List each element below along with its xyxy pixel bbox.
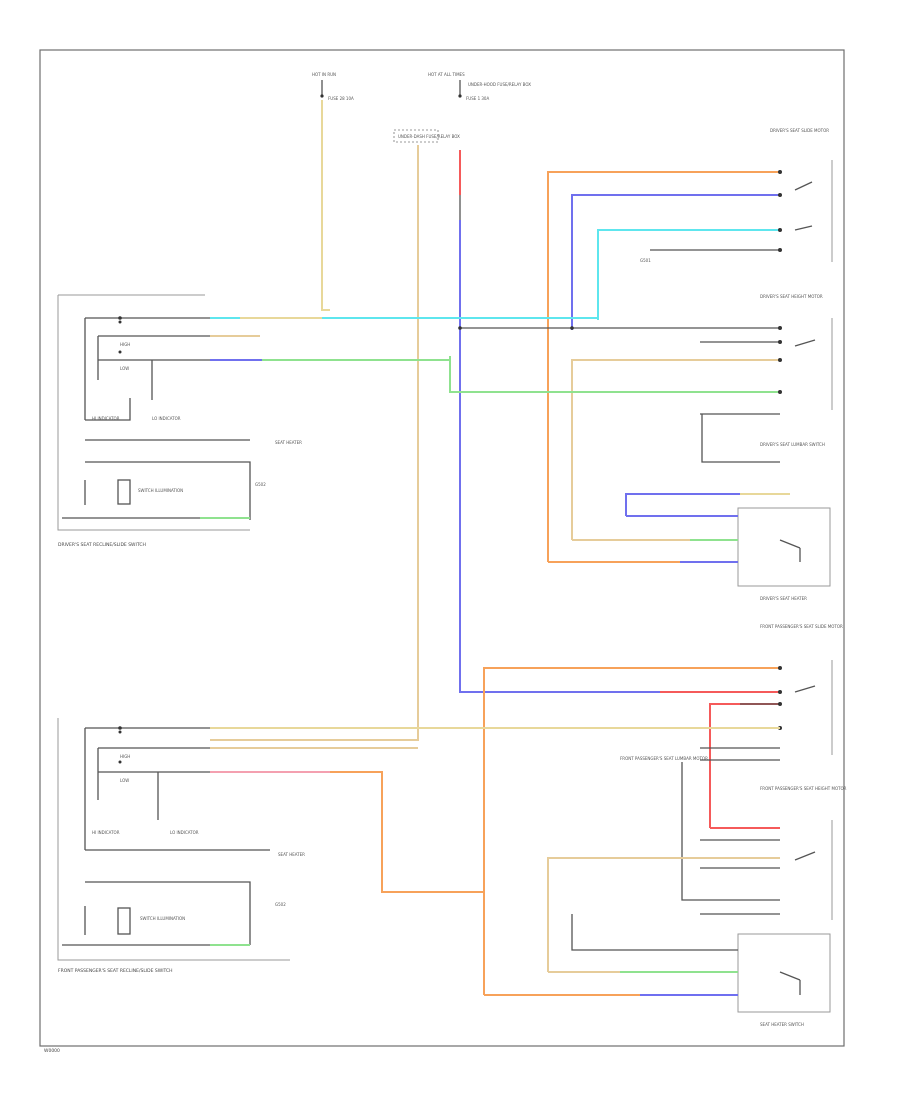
driver-recline-switch-group: DRIVER'S SEAT RECLINE/SLIDE SWITCH HIGH … xyxy=(57,294,598,548)
hi-indicator-label-2: HI INDICATOR xyxy=(92,830,120,835)
ground-label-left: G501 xyxy=(640,258,651,263)
switch-position-low: LOW xyxy=(120,366,129,371)
fuse-box-text: UNDER-DASH FUSE/RELAY BOX xyxy=(398,134,460,139)
feed-label-hot-at-all-times: HOT AT ALL TIMES xyxy=(428,72,465,77)
ground-label-right: G502 xyxy=(255,482,266,487)
splice-4 xyxy=(118,316,122,320)
feed-hot-at-all-times: HOT AT ALL TIMES FUSE 1 30A UNDER-HOOD F… xyxy=(428,72,531,220)
driver-slide-motor-group: DRIVER'S SEAT SLIDE MOTOR G501 xyxy=(547,128,833,562)
passenger-height-motor-group: FRONT PASSENGER'S SEAT HEIGHT MOTOR xyxy=(547,762,847,972)
diagram-border xyxy=(39,49,845,1047)
ground-label-passenger: G502 xyxy=(275,902,286,907)
splice-3 xyxy=(118,726,122,730)
lo-indicator-label-2: LO INDICATOR xyxy=(170,830,199,835)
lo-indicator-label: LO INDICATOR xyxy=(152,416,181,421)
heater-right-label: SEAT HEATER xyxy=(278,852,305,857)
fuse-label-left: FUSE 28 10A xyxy=(328,96,354,101)
passenger-lumbar-label: FRONT PASSENGER'S SEAT LUMBAR MOTOR xyxy=(620,756,708,761)
switch-position-low-2: LOW xyxy=(120,778,129,783)
passenger-heater-label: SEAT HEATER SWITCH xyxy=(760,1022,804,1027)
driver-heater-group: DRIVER'S SEAT HEATER xyxy=(548,493,831,601)
passenger-height-motor-label: FRONT PASSENGER'S SEAT HEIGHT MOTOR xyxy=(760,786,847,791)
feed-hot-in-run: HOT IN RUN FUSE 28 10A xyxy=(312,72,354,311)
passenger-heater-group: SEAT HEATER SWITCH xyxy=(484,914,831,1027)
switch-position-high: HIGH xyxy=(120,342,130,347)
diagram-id: W0000 xyxy=(44,1048,60,1054)
passenger-recline-switch-group: FRONT PASSENGER'S SEAT RECLINE/SLIDE SWI… xyxy=(57,718,780,974)
driver-heater-label: DRIVER'S SEAT HEATER xyxy=(760,596,807,601)
driver-lumbar-group: DRIVER'S SEAT LUMBAR SWITCH xyxy=(701,414,825,463)
fuse-label-right: FUSE 1 30A xyxy=(466,96,489,101)
passenger-slide-motor-group: FRONT PASSENGER'S SEAT SLIDE MOTOR FRONT… xyxy=(483,624,843,995)
passenger-recline-switch-label: FRONT PASSENGER'S SEAT RECLINE/SLIDE SWI… xyxy=(58,968,173,974)
switch-position-high-2: HIGH xyxy=(120,754,130,759)
splice-1 xyxy=(458,326,462,330)
driver-height-motor-label: DRIVER'S SEAT HEIGHT MOTOR xyxy=(760,294,823,299)
driver-slide-motor-label: DRIVER'S SEAT SLIDE MOTOR xyxy=(770,128,829,133)
passenger-slide-motor-label: FRONT PASSENGER'S SEAT SLIDE MOTOR xyxy=(760,624,843,629)
feed-label-hot-in-run: HOT IN RUN xyxy=(312,72,336,77)
switch-illumination-label-2: SWITCH ILLUMINATION xyxy=(140,916,185,921)
underhood-box-label: UNDER-HOOD FUSE/RELAY BOX xyxy=(468,82,531,87)
hi-indicator-label: HI INDICATOR xyxy=(92,416,120,421)
splice-2 xyxy=(570,326,574,330)
driver-lumbar-label: DRIVER'S SEAT LUMBAR SWITCH xyxy=(760,442,825,447)
switch-illumination-label-1: SWITCH ILLUMINATION xyxy=(138,488,183,493)
driver-height-motor-group: DRIVER'S SEAT HEIGHT MOTOR xyxy=(449,294,833,540)
heater-left-label: SEAT HEATER xyxy=(275,440,302,445)
fuse-box-bracket xyxy=(393,129,439,143)
driver-recline-switch-label: DRIVER'S SEAT RECLINE/SLIDE SWITCH xyxy=(58,542,146,548)
driver-heater-box xyxy=(737,507,831,587)
